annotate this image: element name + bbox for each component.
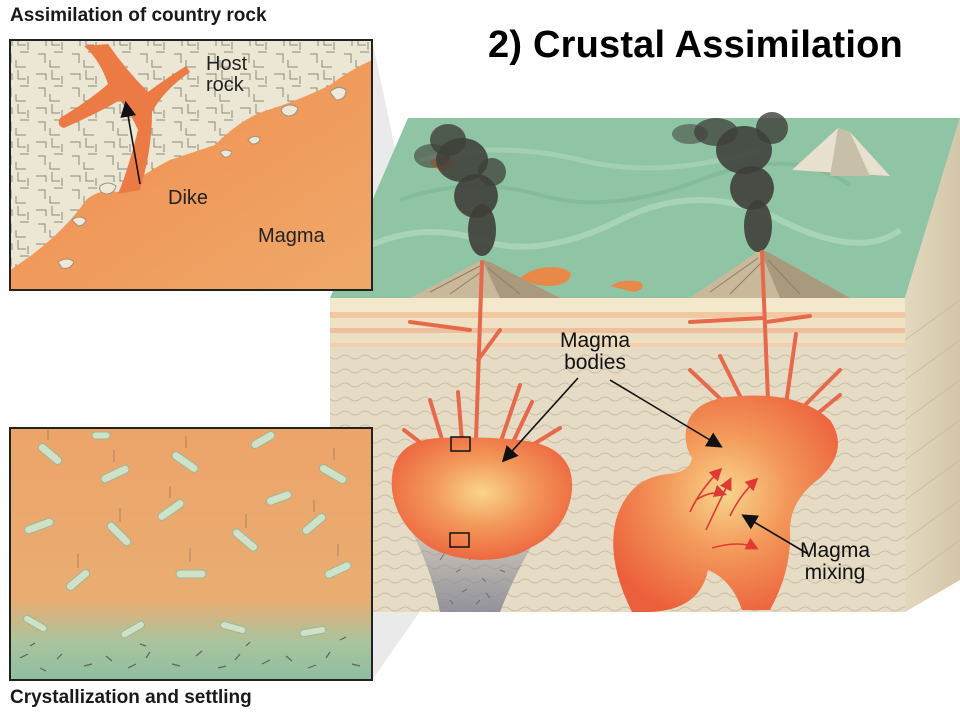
label-arrows [501,377,809,555]
crystal-cumulate [19,636,361,672]
bottom-inset [9,427,373,681]
magma-body-right [613,395,838,612]
surface-top [330,118,960,298]
crystals [23,431,352,639]
mixing-arrows [689,467,759,550]
magma-bodies-label: Magma bodies [560,329,631,375]
magma-mixing-label: Magma mixing [800,539,871,585]
magma-label: Magma [258,225,325,247]
distant-volcano [792,128,890,176]
bottom-inset-caption: Crystallization and settling [10,687,252,708]
settling-trails [47,430,339,568]
volcano-right [690,250,850,298]
top-inset-magma [10,60,372,290]
smoke-plume-left [414,124,506,256]
block-side-face [905,118,960,612]
sediment-layers [330,298,905,347]
locator-box-upper [450,436,471,452]
smoke-plume-right [672,112,788,252]
top-inset-dike [58,44,190,194]
locator-box-lower [449,532,470,548]
magma-body-left [391,437,573,560]
dike-label: Dike [168,187,209,209]
volcano-left [410,260,560,298]
host-rock-label: Host rock [206,53,248,96]
page-title: 2) Crustal Assimilation [488,24,903,66]
top-inset-caption: Assimilation of country rock [10,5,267,26]
top-inset [9,39,373,291]
